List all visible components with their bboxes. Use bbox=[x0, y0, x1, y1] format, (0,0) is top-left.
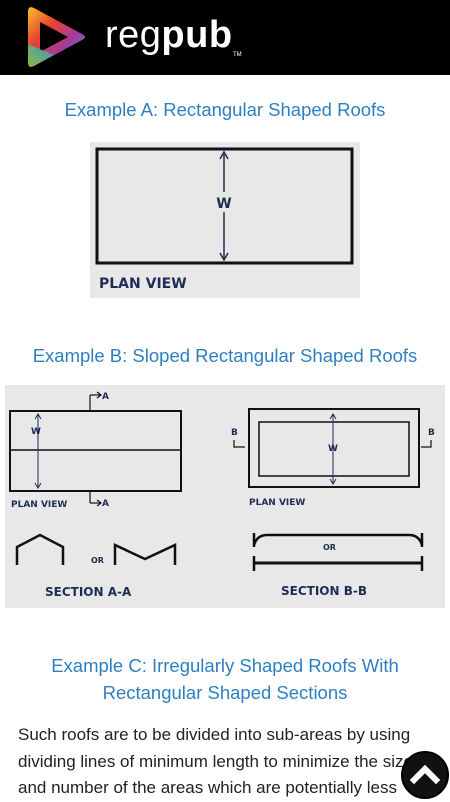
or-label-left: OR bbox=[91, 556, 104, 565]
width-label-left: W bbox=[31, 427, 41, 437]
example-c-heading-line2: Rectangular Shaped Sections bbox=[102, 682, 348, 703]
plan-view-label-left: PLAN VIEW bbox=[11, 500, 67, 510]
section-marker-a-top: A bbox=[102, 392, 109, 402]
chevron-up-icon bbox=[409, 764, 441, 785]
section-marker-a-bottom: A bbox=[102, 499, 109, 509]
body-line-2: dividing lines of minimum length to mini… bbox=[18, 751, 413, 771]
section-aa-label: SECTION A-A bbox=[45, 585, 132, 599]
body-line-1: Such roofs are to be divided into sub-ar… bbox=[18, 725, 411, 744]
app-header: regpub TM bbox=[0, 0, 450, 75]
example-c-heading: Example C: Irregularly Shaped Roofs With… bbox=[0, 652, 450, 706]
section-bb-label: SECTION B-B bbox=[281, 584, 367, 598]
logo-wordmark[interactable]: regpub bbox=[105, 14, 233, 56]
body-line-3: and number of the areas which are potent… bbox=[18, 778, 397, 797]
width-label-right: W bbox=[328, 444, 338, 454]
or-label-right: OR bbox=[323, 543, 336, 552]
trademark-mark: TM bbox=[233, 52, 242, 58]
example-a-diagram: W PLAN VIEW bbox=[90, 142, 360, 298]
example-c-heading-line1: Example C: Irregularly Shaped Roofs With bbox=[51, 655, 399, 676]
example-b-heading: Example B: Sloped Rectangular Shaped Roo… bbox=[32, 345, 418, 366]
example-b-diagram: A A W PLAN VIEW W B B PLAN VIEW OR SECTI… bbox=[5, 385, 445, 608]
section-marker-b-right: B bbox=[428, 428, 435, 438]
section-marker-b-left: B bbox=[231, 428, 238, 438]
example-a-heading: Example A: Rectangular Shaped Roofs bbox=[64, 99, 386, 120]
width-label: W bbox=[216, 196, 231, 212]
regpub-logo-icon[interactable] bbox=[24, 4, 90, 70]
scroll-to-top-button[interactable] bbox=[401, 751, 449, 799]
body-paragraph: Such roofs are to be divided into sub-ar… bbox=[18, 722, 438, 802]
plan-view-label: PLAN VIEW bbox=[99, 276, 187, 292]
plan-view-label-right: PLAN VIEW bbox=[249, 498, 305, 508]
